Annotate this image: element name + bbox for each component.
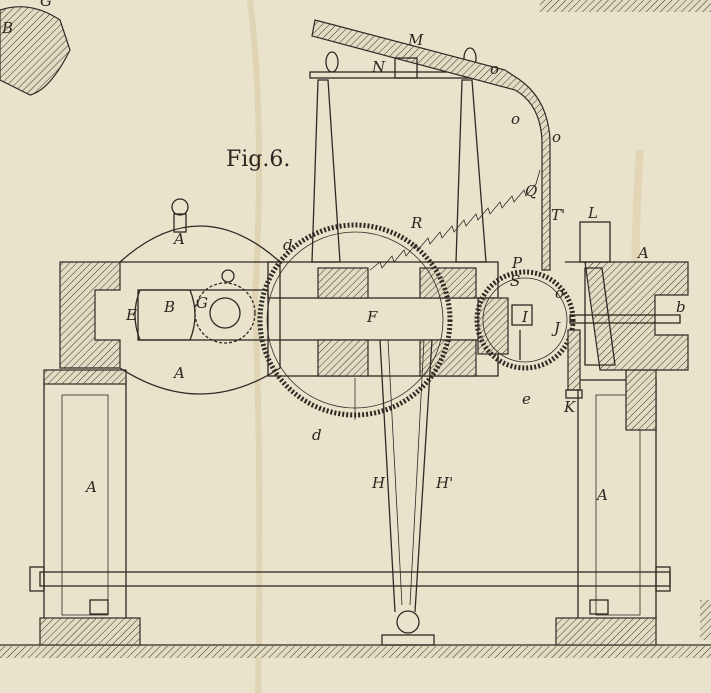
label-o2: o <box>511 110 520 128</box>
ground <box>0 644 711 658</box>
spring <box>369 169 541 271</box>
label-e: e <box>522 390 531 408</box>
columns <box>309 47 491 263</box>
label-d-bottom: d <box>312 426 322 444</box>
label-T-prime: T' <box>551 206 565 224</box>
label-S: S <box>510 272 520 290</box>
label-o4: o <box>555 284 564 302</box>
label-b: b <box>676 298 686 316</box>
rollers <box>134 198 256 344</box>
label-F: F <box>366 308 378 326</box>
label-I: I <box>521 308 529 326</box>
gears <box>257 222 576 420</box>
label-H: H <box>371 474 386 492</box>
label-P: P <box>511 254 523 272</box>
label-B: B <box>163 298 175 316</box>
label-K: K <box>563 398 576 416</box>
tie-rod <box>29 566 671 592</box>
label-J: J <box>551 319 561 337</box>
labels: M N o o o A d R Q T' L A P S E B G F I J… <box>84 31 686 504</box>
label-M: M <box>407 31 424 49</box>
label-top-G: G <box>40 0 52 10</box>
fragment-top-left: B G <box>0 0 71 96</box>
label-A-left-leg: A <box>84 478 97 496</box>
label-H-prime: H' <box>435 474 453 492</box>
figure-title: Fig.6. <box>226 147 290 172</box>
label-G: G <box>196 294 208 312</box>
label-o1: o <box>490 60 499 78</box>
label-top-B: B <box>1 19 13 37</box>
label-A-top: A <box>172 230 185 248</box>
handle <box>379 339 435 646</box>
frame-legs <box>39 369 657 646</box>
label-R: R <box>410 214 422 232</box>
label-Q: Q <box>525 182 537 200</box>
label-o3: o <box>552 128 561 146</box>
label-d-top: d <box>283 236 293 254</box>
fragment-right-edge <box>700 600 711 640</box>
fragment-top-right <box>540 0 711 12</box>
label-A-mid: A <box>172 364 185 382</box>
label-N: N <box>371 58 386 76</box>
label-L: L <box>587 204 598 222</box>
lever <box>311 19 551 271</box>
label-A-right-top: A <box>636 244 649 262</box>
label-E: E <box>125 306 137 324</box>
label-A-right-leg: A <box>595 486 608 504</box>
right-mechanism <box>511 221 681 399</box>
